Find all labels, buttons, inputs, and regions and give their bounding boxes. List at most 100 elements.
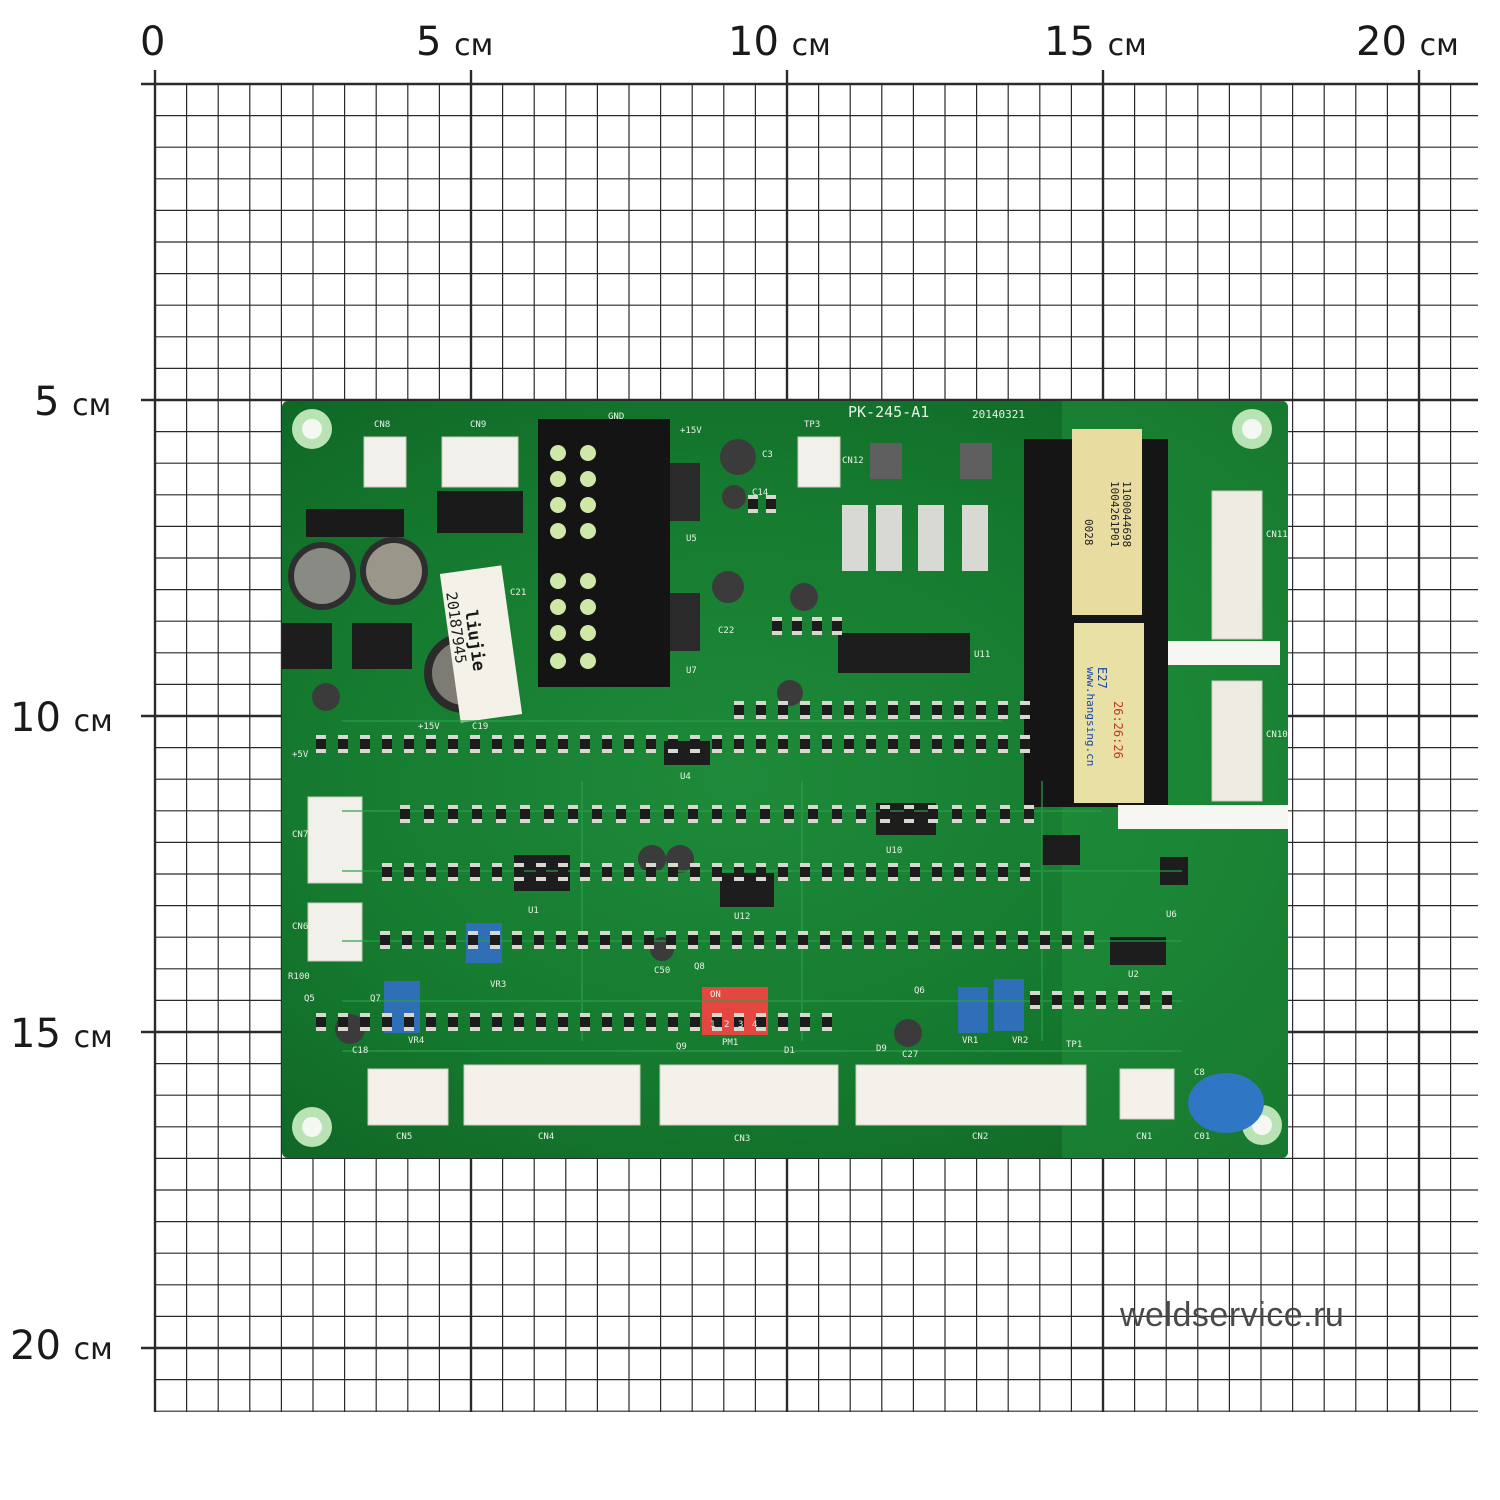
- smd-terminal: [690, 1013, 700, 1017]
- smd-terminal: [974, 945, 984, 949]
- smd-terminal: [904, 805, 914, 809]
- label-c22: C22: [718, 626, 735, 636]
- smd-terminal: [492, 735, 502, 739]
- label-u1: U1: [528, 906, 539, 916]
- label-plus15v: +15V: [680, 426, 702, 436]
- smd-terminal: [492, 1027, 502, 1031]
- smd-terminal: [360, 1013, 370, 1017]
- smd-component: [402, 931, 412, 949]
- smd-terminal: [996, 931, 1006, 935]
- connector-cn10: [1211, 680, 1263, 802]
- smd-component: [866, 863, 876, 881]
- label-u6: U6: [1166, 910, 1177, 920]
- smd-terminal: [998, 863, 1008, 867]
- smd-component: [544, 805, 554, 823]
- smd-terminal: [784, 805, 794, 809]
- smd-component: [904, 805, 914, 823]
- smd-terminal: [812, 617, 822, 621]
- smd-terminal: [734, 701, 744, 705]
- smd-terminal: [404, 1013, 414, 1017]
- smd-terminal: [578, 945, 588, 949]
- smd-terminal: [382, 749, 392, 753]
- smd-terminal: [496, 819, 506, 823]
- smd-terminal: [880, 805, 890, 809]
- smd-component: [710, 931, 720, 949]
- smd-terminal: [772, 617, 782, 621]
- smd-terminal: [908, 931, 918, 935]
- smd-component: [866, 701, 876, 719]
- smd-component: [1040, 931, 1050, 949]
- watermark: weldservice.ru: [1120, 1296, 1345, 1334]
- smd-terminal: [624, 1027, 634, 1031]
- smd-component: [734, 863, 744, 881]
- smd-component: [688, 931, 698, 949]
- smd-component: [842, 931, 852, 949]
- smd-terminal: [1140, 991, 1150, 995]
- label-plus5v: +5V: [292, 750, 309, 760]
- label-u5: U5: [686, 534, 697, 544]
- smd-terminal: [402, 945, 412, 949]
- smd-terminal: [492, 749, 502, 753]
- label-cn11: CN11: [1266, 530, 1288, 540]
- smd-component: [558, 735, 568, 753]
- smd-terminal: [602, 735, 612, 739]
- label-u10: U10: [886, 846, 903, 856]
- smd-component: [360, 735, 370, 753]
- smd-terminal: [666, 945, 676, 949]
- smd-component: [426, 1013, 436, 1031]
- smd-terminal: [732, 931, 742, 935]
- smd-terminal: [800, 735, 810, 739]
- smd-terminal: [756, 877, 766, 881]
- smd-terminal: [952, 819, 962, 823]
- smd-terminal: [842, 931, 852, 935]
- smd-terminal: [798, 931, 808, 935]
- label-d9: D9: [876, 1044, 887, 1054]
- smd-terminal: [624, 863, 634, 867]
- smd-terminal: [760, 805, 770, 809]
- smd-terminal: [592, 819, 602, 823]
- smd-terminal: [800, 877, 810, 881]
- smd-component: [1000, 805, 1010, 823]
- smd-terminal: [754, 931, 764, 935]
- ruler-left-label-5: 5 см: [34, 379, 112, 425]
- smd-component: [1118, 991, 1128, 1009]
- smd-component: [800, 701, 810, 719]
- smd-terminal: [954, 863, 964, 867]
- smd-terminal: [580, 863, 590, 867]
- smd-terminal: [822, 749, 832, 753]
- smd-component: [448, 863, 458, 881]
- smd-terminal: [668, 863, 678, 867]
- label-c01: C01: [1194, 1132, 1211, 1142]
- smd-component: [778, 701, 788, 719]
- smd-terminal: [974, 931, 984, 935]
- smd-terminal: [360, 749, 370, 753]
- smd-component: [472, 805, 482, 823]
- smd-component: [536, 735, 546, 753]
- smd-component: [602, 735, 612, 753]
- electrolytic-capacitor-1: [288, 542, 356, 610]
- smd-component: [974, 931, 984, 949]
- smd-component: [754, 931, 764, 949]
- mounting-hole-top-left: [292, 409, 332, 449]
- smd-component: [976, 805, 986, 823]
- smd-component: [812, 617, 822, 635]
- smd-terminal: [756, 1013, 766, 1017]
- smd-component: [1074, 991, 1084, 1009]
- smd-component: [778, 1013, 788, 1031]
- smd-terminal: [514, 749, 524, 753]
- smd-terminal: [360, 735, 370, 739]
- smd-terminal: [640, 819, 650, 823]
- smd-terminal: [888, 877, 898, 881]
- smd-terminal: [1020, 715, 1030, 719]
- smd-terminal: [316, 1013, 326, 1017]
- smd-terminal: [400, 805, 410, 809]
- smd-component: [690, 863, 700, 881]
- smd-terminal: [514, 1013, 524, 1017]
- smd-component: [908, 931, 918, 949]
- smd-terminal: [822, 877, 832, 881]
- smd-terminal: [832, 819, 842, 823]
- smd-terminal: [496, 805, 506, 809]
- smd-component: [668, 735, 678, 753]
- smd-terminal: [1074, 991, 1084, 995]
- smd-terminal: [866, 715, 876, 719]
